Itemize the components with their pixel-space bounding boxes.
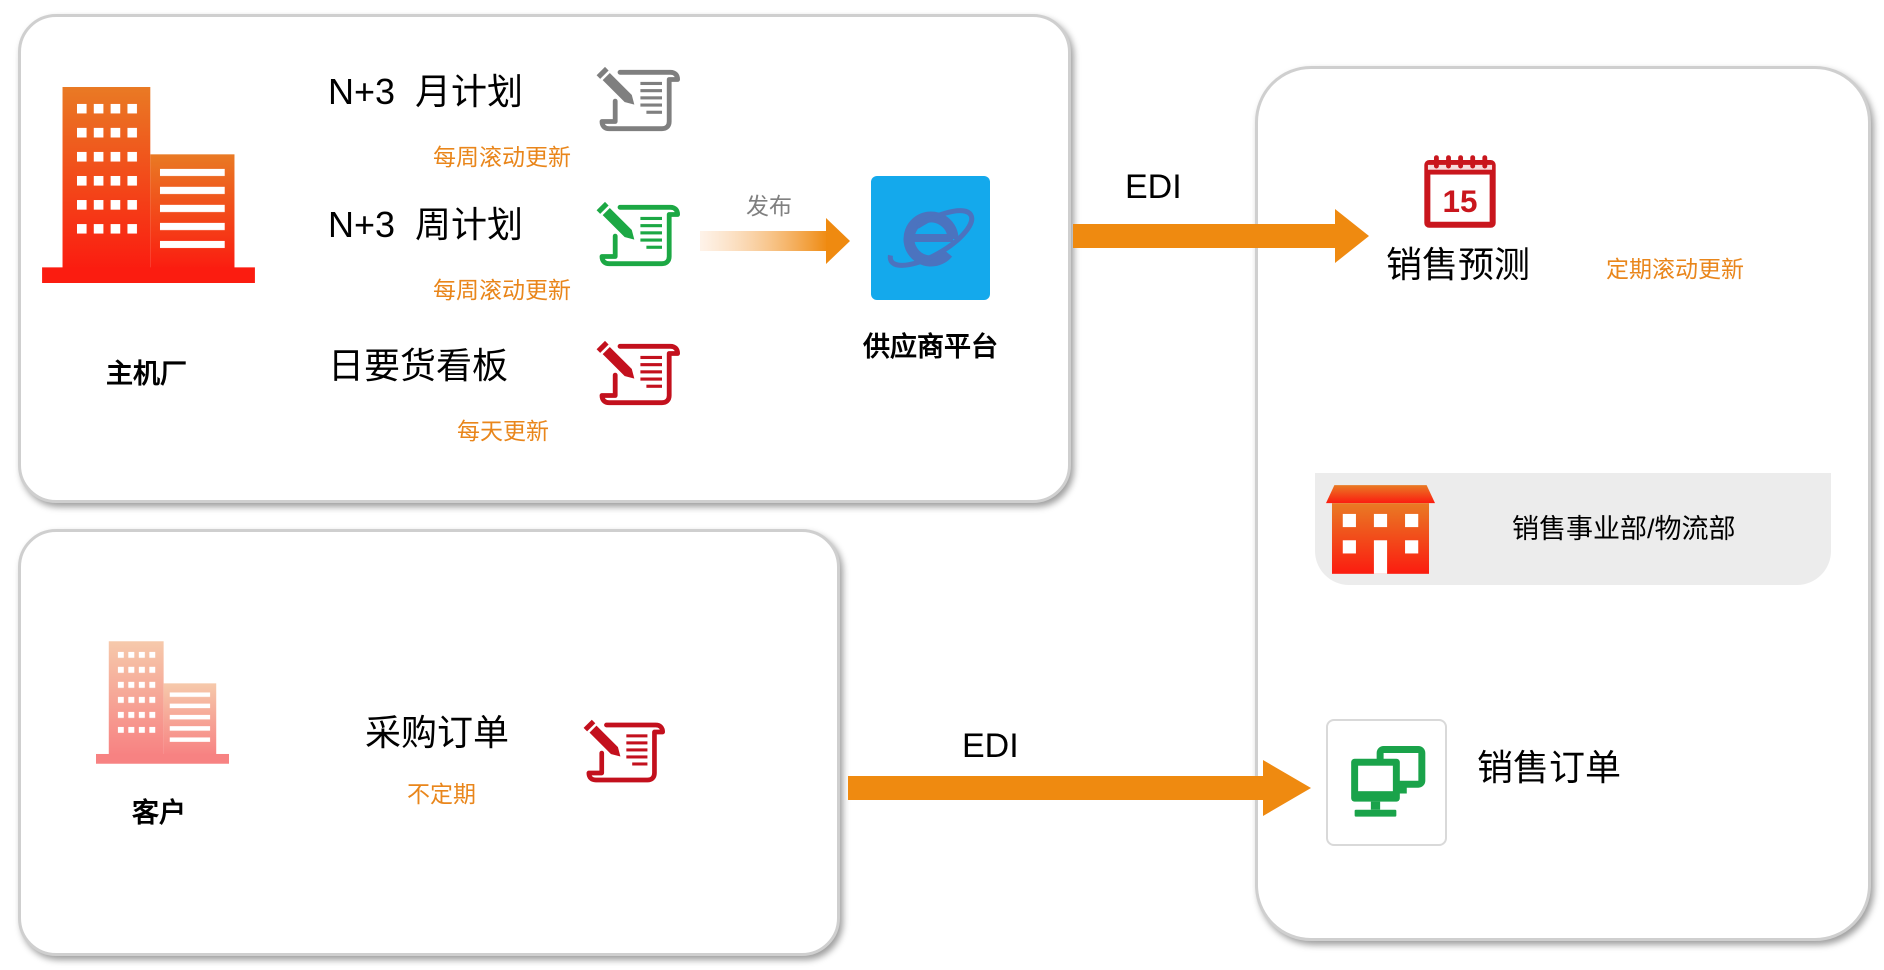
edi-arrow-customer-to-supplier bbox=[848, 760, 1311, 816]
department-band: 销售事业部/物流部 bbox=[1315, 473, 1831, 585]
internet-explorer-icon bbox=[871, 176, 990, 300]
oem-label: 主机厂 bbox=[106, 359, 187, 389]
office-building-icon bbox=[1326, 485, 1435, 574]
document-edit-icon bbox=[583, 719, 665, 783]
supplier-panel: 15 销售预测 定期滚动更新 销售事业部/物流 bbox=[1255, 66, 1871, 941]
plan-frequency-daily: 每天更新 bbox=[457, 418, 549, 444]
computer-network-icon bbox=[1351, 746, 1426, 817]
plan-frequency-weekly: 每周滚动更新 bbox=[433, 277, 571, 303]
edi-label-bottom: EDI bbox=[962, 727, 1019, 765]
publish-label: 发布 bbox=[746, 193, 792, 219]
document-edit-icon bbox=[596, 201, 680, 267]
department-label: 销售事业部/物流部 bbox=[1512, 514, 1736, 544]
customer-building-icon bbox=[96, 641, 229, 764]
sales-forecast-frequency: 定期滚动更新 bbox=[1606, 256, 1744, 282]
factory-building-icon bbox=[42, 87, 255, 283]
supplier-platform-label: 供应商平台 bbox=[863, 332, 998, 362]
document-edit-icon bbox=[596, 66, 680, 132]
plan-title-weekly: N+3 周计划 bbox=[328, 204, 524, 245]
computer-icon-box bbox=[1326, 719, 1447, 846]
customer-label: 客户 bbox=[132, 798, 186, 828]
plan-frequency-monthly: 每周滚动更新 bbox=[433, 144, 571, 170]
document-edit-icon bbox=[596, 340, 680, 406]
purchase-order-frequency: 不定期 bbox=[407, 781, 476, 807]
purchase-order-title: 采购订单 bbox=[365, 712, 510, 753]
calendar-day: 15 bbox=[1443, 184, 1478, 219]
edi-arrow-oem-to-supplier bbox=[1073, 209, 1369, 263]
edi-label-top: EDI bbox=[1125, 168, 1182, 206]
sales-order-label: 销售订单 bbox=[1477, 747, 1622, 788]
plan-title-monthly: N+3 月计划 bbox=[328, 71, 524, 112]
oem-panel: 主机厂 N+3 月计划 每周滚动更新 N+3 周计划 每周滚动更新 日要货看板 … bbox=[18, 14, 1071, 503]
sales-forecast-label: 销售预测 bbox=[1386, 244, 1531, 285]
publish-arrow bbox=[700, 218, 850, 264]
customer-panel: 客户 采购订单 不定期 bbox=[18, 529, 840, 956]
plan-title-daily: 日要货看板 bbox=[328, 345, 509, 386]
calendar-icon: 15 bbox=[1424, 155, 1496, 228]
